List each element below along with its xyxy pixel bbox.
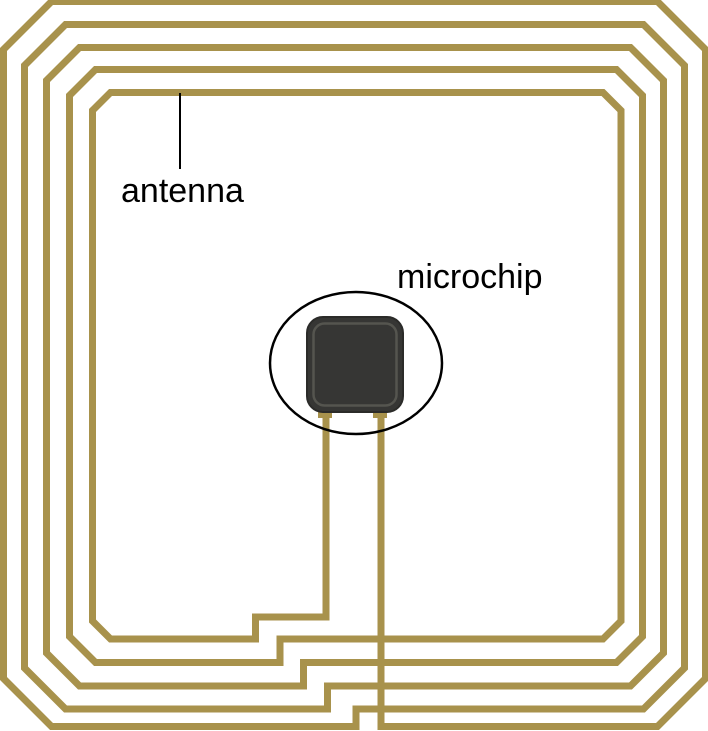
microchip-body bbox=[306, 316, 404, 413]
microchip-label: microchip bbox=[397, 258, 543, 296]
antenna-label: antenna bbox=[121, 172, 244, 210]
microchip-bevel-rim bbox=[312, 322, 398, 407]
microchip-package bbox=[306, 316, 404, 413]
microchip-callout-ellipse bbox=[268, 290, 444, 436]
